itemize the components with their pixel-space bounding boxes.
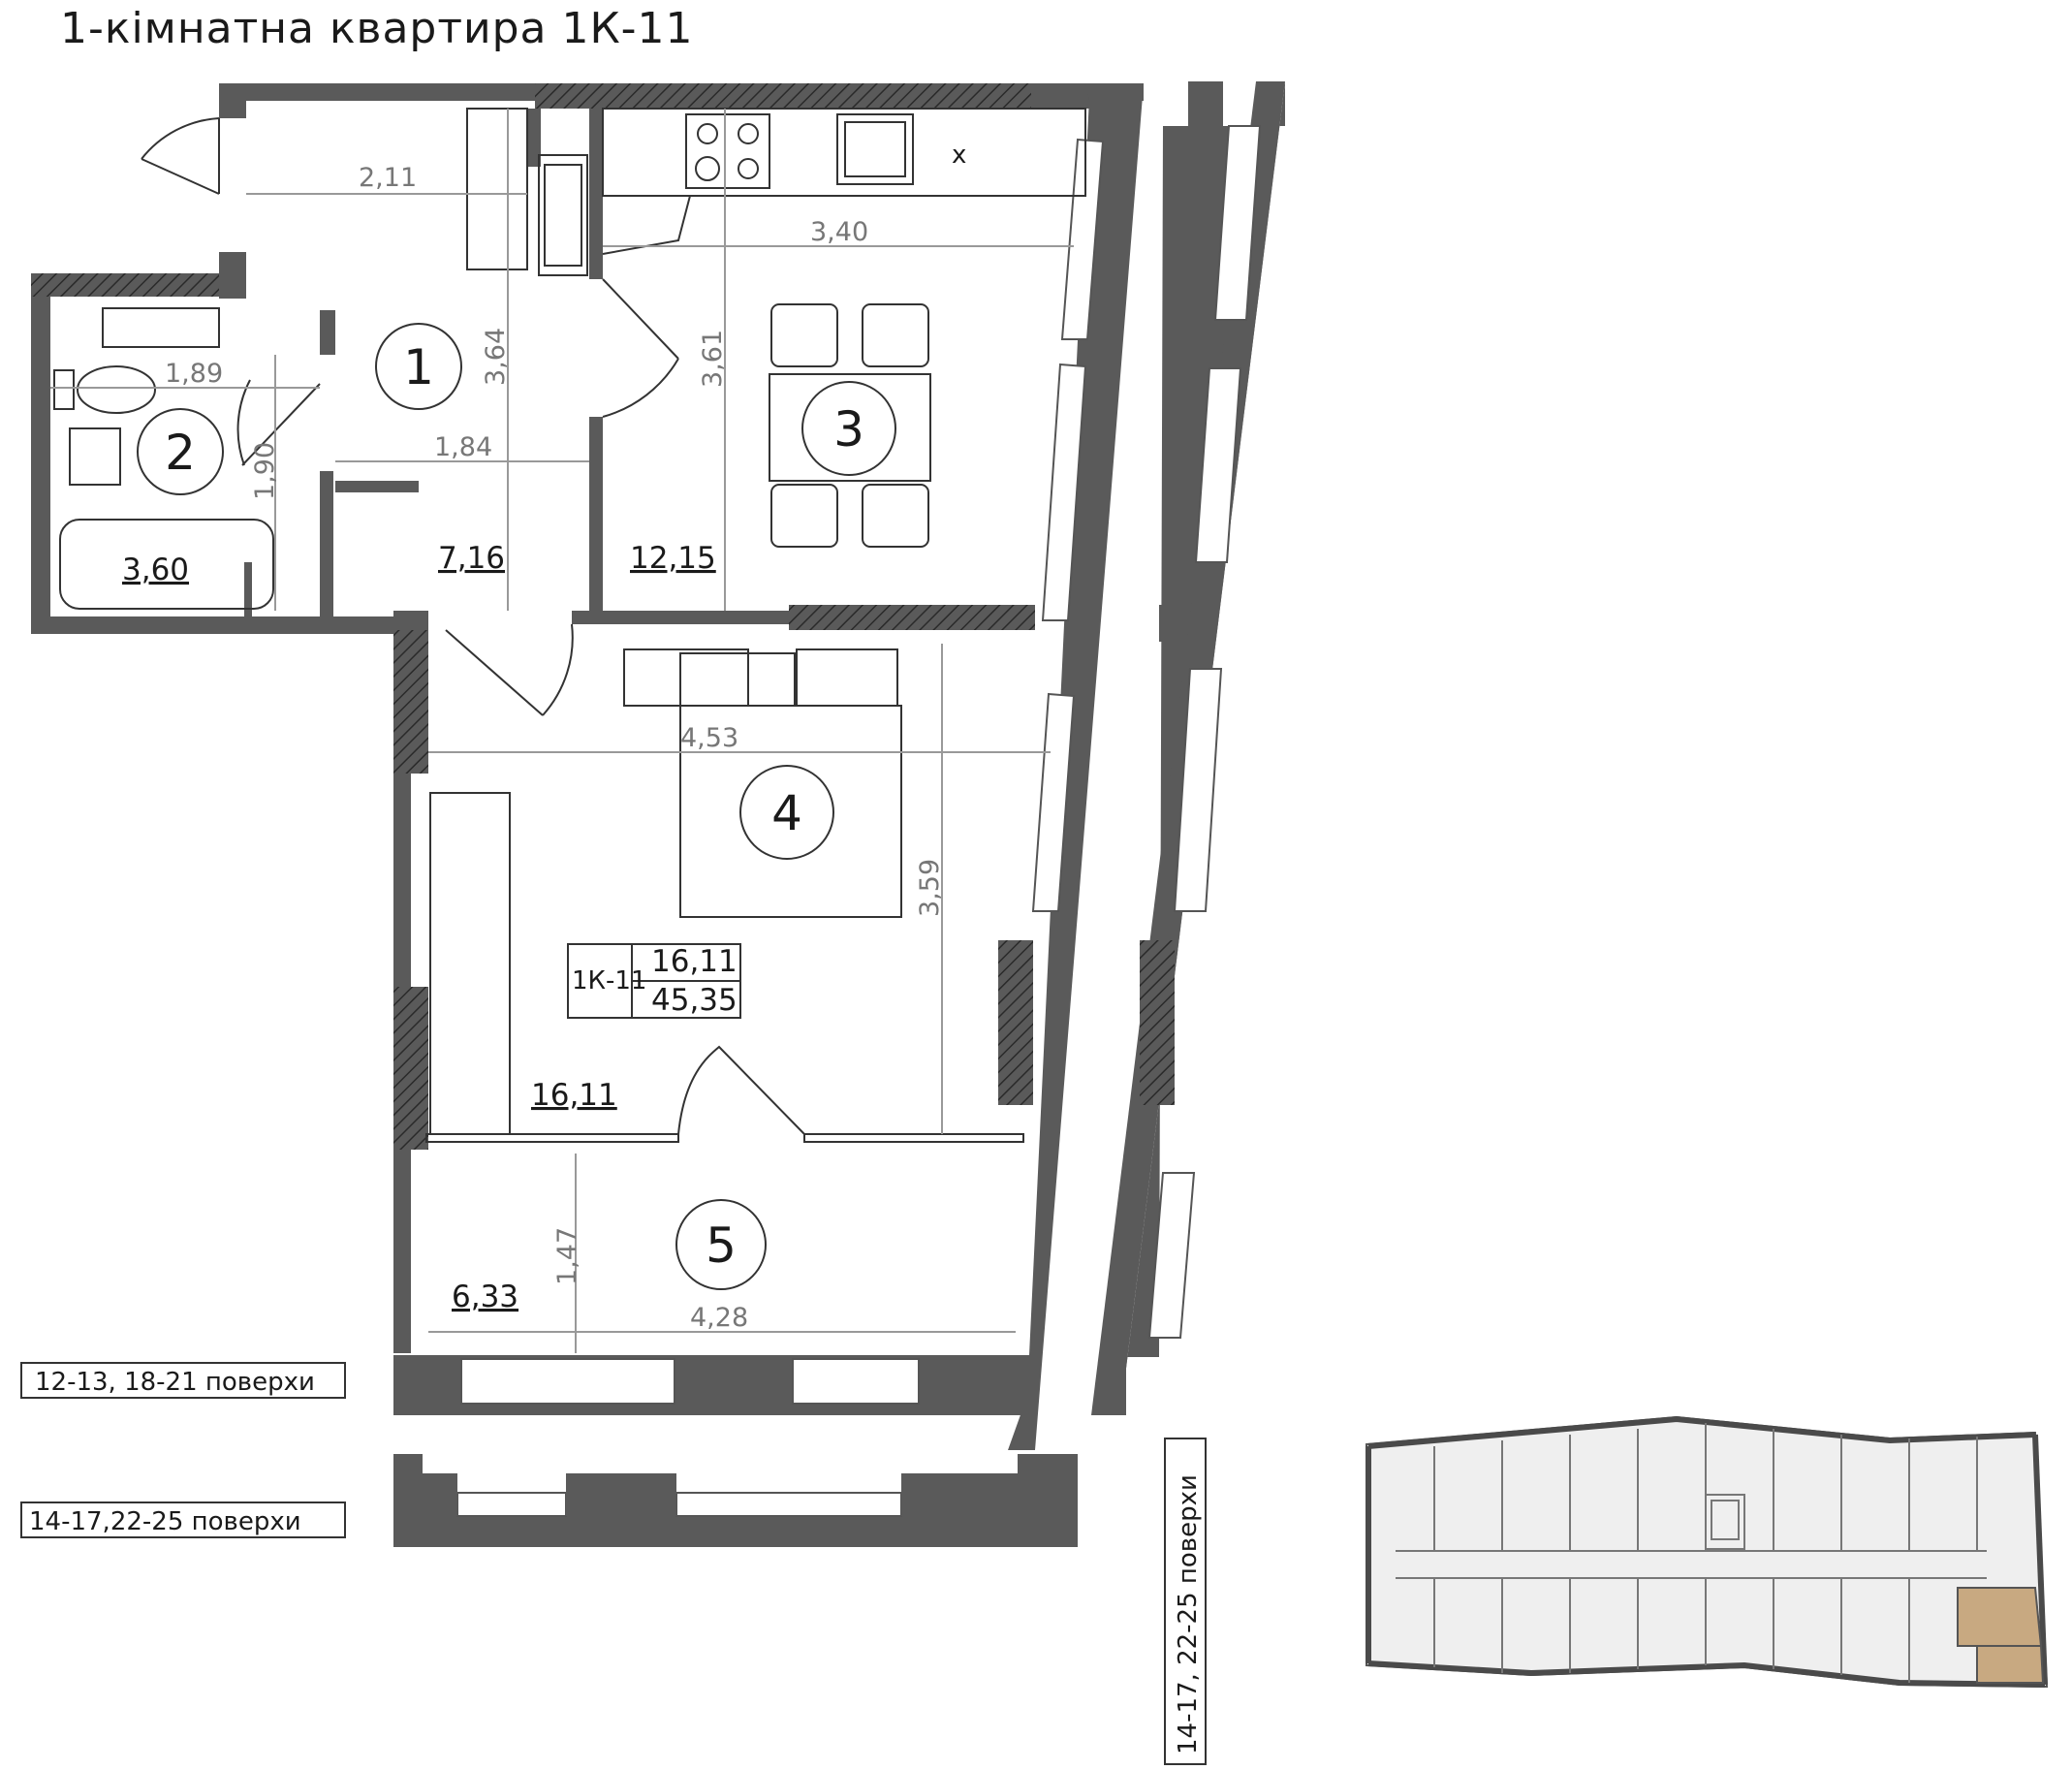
room-2-number: 2 bbox=[165, 425, 196, 481]
room-markers: 1 2 3 4 5 bbox=[137, 323, 896, 1290]
dim-hall-inner: 1,84 bbox=[434, 432, 492, 462]
unit-total-area: 45,35 bbox=[651, 983, 738, 1018]
svg-text:x: x bbox=[952, 141, 966, 170]
room-2-area: 3,60 bbox=[122, 553, 189, 587]
unit-living-area: 16,11 bbox=[651, 944, 738, 979]
room-5-number: 5 bbox=[706, 1217, 737, 1274]
unit-summary-box: 1К-11 16,11 45,35 bbox=[567, 943, 741, 1019]
dim-hall-width: 2,11 bbox=[359, 163, 417, 193]
dim-loggia-width: 4,28 bbox=[690, 1303, 748, 1333]
dim-bath-width: 1,89 bbox=[165, 359, 223, 389]
dim-bath-length: 1,90 bbox=[250, 442, 280, 500]
key-plan bbox=[1366, 1415, 2049, 1689]
room-4-number: 4 bbox=[771, 785, 802, 841]
facade-windows bbox=[1031, 138, 1105, 912]
alt-loggia-wall bbox=[393, 1454, 1078, 1547]
room-3-number: 3 bbox=[833, 401, 864, 458]
dim-kitchen-length: 3,61 bbox=[698, 330, 728, 388]
room-5-area: 6,33 bbox=[452, 1280, 518, 1314]
room-areas: 7,16 3,60 12,15 16,11 6,33 bbox=[122, 541, 716, 1314]
unit-code: 1К-11 bbox=[572, 966, 646, 996]
walls bbox=[31, 83, 1144, 1450]
dim-bedroom-length: 3,59 bbox=[915, 859, 945, 917]
dimension-lines bbox=[50, 109, 1074, 1353]
room-1-area: 7,16 bbox=[438, 541, 505, 576]
room-1-number: 1 bbox=[403, 339, 434, 395]
room-3-area: 12,15 bbox=[630, 541, 716, 576]
alt-facade bbox=[1091, 81, 1285, 1415]
highlighted-unit bbox=[1957, 1587, 2043, 1647]
dim-bedroom-width: 4,53 bbox=[680, 723, 738, 753]
dim-kitchen-width: 3,40 bbox=[810, 217, 868, 247]
floors-b-label: 14-17,22-25 поверхи bbox=[29, 1507, 301, 1536]
plan-title: 1-кімнатна квартира 1К-11 bbox=[60, 4, 694, 53]
fixtures: x bbox=[53, 108, 1086, 1135]
floors-vertical-label: 14-17, 22-25 поверхи bbox=[1174, 1474, 1203, 1754]
dimension-labels: 2,11 3,64 1,89 1,90 1,84 3,40 3,61 4,53 … bbox=[165, 163, 945, 1333]
room-4-area: 16,11 bbox=[531, 1078, 617, 1113]
floor-labels: 12-13, 18-21 поверхи 14-17,22-25 поверхи… bbox=[20, 1362, 1207, 1765]
floors-a-label: 12-13, 18-21 поверхи bbox=[35, 1368, 315, 1397]
dim-loggia-depth: 1,47 bbox=[552, 1227, 582, 1285]
dim-hall-length: 3,64 bbox=[481, 328, 511, 386]
